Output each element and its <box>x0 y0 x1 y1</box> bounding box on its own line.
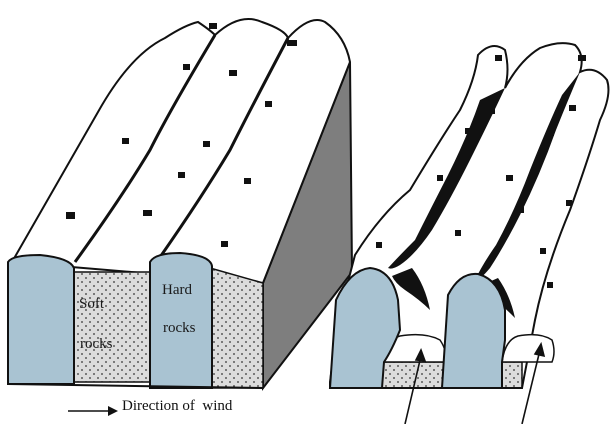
right-soft-rock-2 <box>502 362 522 388</box>
wind-direction-arrow <box>68 406 118 416</box>
left-soft-rock-1 <box>68 272 155 382</box>
left-block-before-erosion: Soft rocks Hard rocks <box>8 19 352 388</box>
soft-rocks-label-line2: rocks <box>80 336 113 352</box>
wind-direction-label: Direction of wind <box>122 398 232 415</box>
right-block-after-erosion <box>330 43 608 388</box>
left-hard-rock-1 <box>8 255 74 384</box>
right-hard-rock-2 <box>442 274 505 388</box>
right-soft-rock-1 <box>382 362 445 388</box>
soft-rocks-label-line1: Soft <box>79 296 105 312</box>
hard-rocks-label-line2: rocks <box>163 320 196 336</box>
hard-rocks-label-line1: Hard <box>162 282 192 298</box>
left-soft-rock-2 <box>210 268 263 388</box>
